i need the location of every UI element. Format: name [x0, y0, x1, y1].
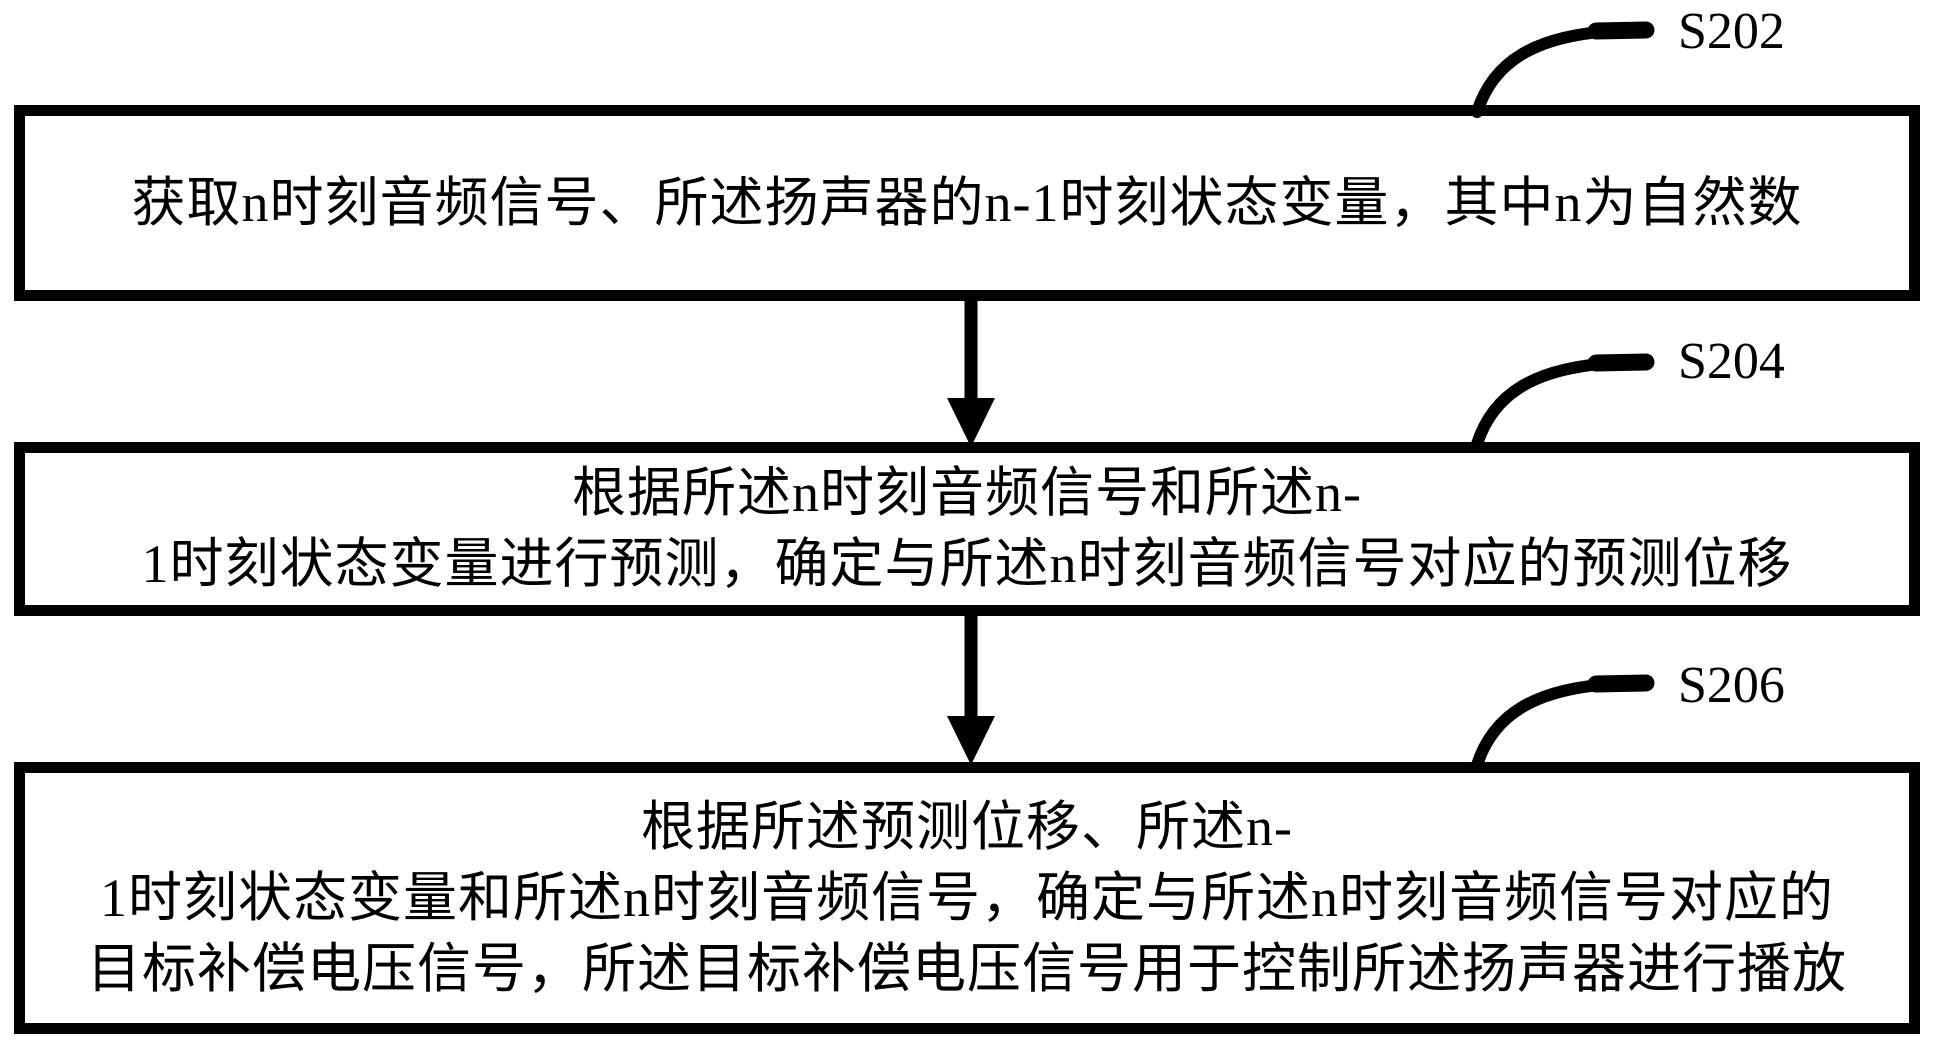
step-s206-line-2: 1时刻状态变量和所述n时刻音频信号，确定与所述n时刻音频信号对应的 — [100, 867, 1834, 928]
step-box-s206: 根据所述预测位移、所述n- 1时刻状态变量和所述n时刻音频信号，确定与所述n时刻… — [14, 762, 1920, 1034]
step-label-s202: S202 — [1678, 3, 1785, 60]
step-s204-line-1: 根据所述n时刻音频信号和所述n- — [572, 463, 1362, 523]
step-box-s204: 根据所述n时刻音频信号和所述n- 1时刻状态变量进行预测，确定与所述n时刻音频信… — [14, 442, 1920, 616]
step-label-s204: S204 — [1678, 333, 1785, 390]
step-s206-line-1: 根据所述预测位移、所述n- — [641, 796, 1293, 857]
step-label-s206: S206 — [1678, 657, 1785, 714]
step-s204-line-2: 1时刻状态变量进行预测，确定与所述n时刻音频信号对应的预测位移 — [141, 534, 1793, 594]
step-s206-line-3: 目标补偿电压信号，所述目标补偿电压信号用于控制所述扬声器进行播放 — [87, 938, 1847, 999]
down-arrow-icon — [947, 615, 995, 765]
step-box-s202: 获取n时刻音频信号、所述扬声器的n-1时刻状态变量，其中n为自然数 — [14, 105, 1920, 301]
callout-curve-icon — [1471, 353, 1655, 450]
step-s202-line-1: 获取n时刻音频信号、所述扬声器的n-1时刻状态变量，其中n为自然数 — [131, 172, 1803, 233]
callout-curve-icon — [1471, 674, 1655, 771]
down-arrow-icon — [947, 300, 995, 447]
callout-curve-icon — [1471, 21, 1655, 118]
